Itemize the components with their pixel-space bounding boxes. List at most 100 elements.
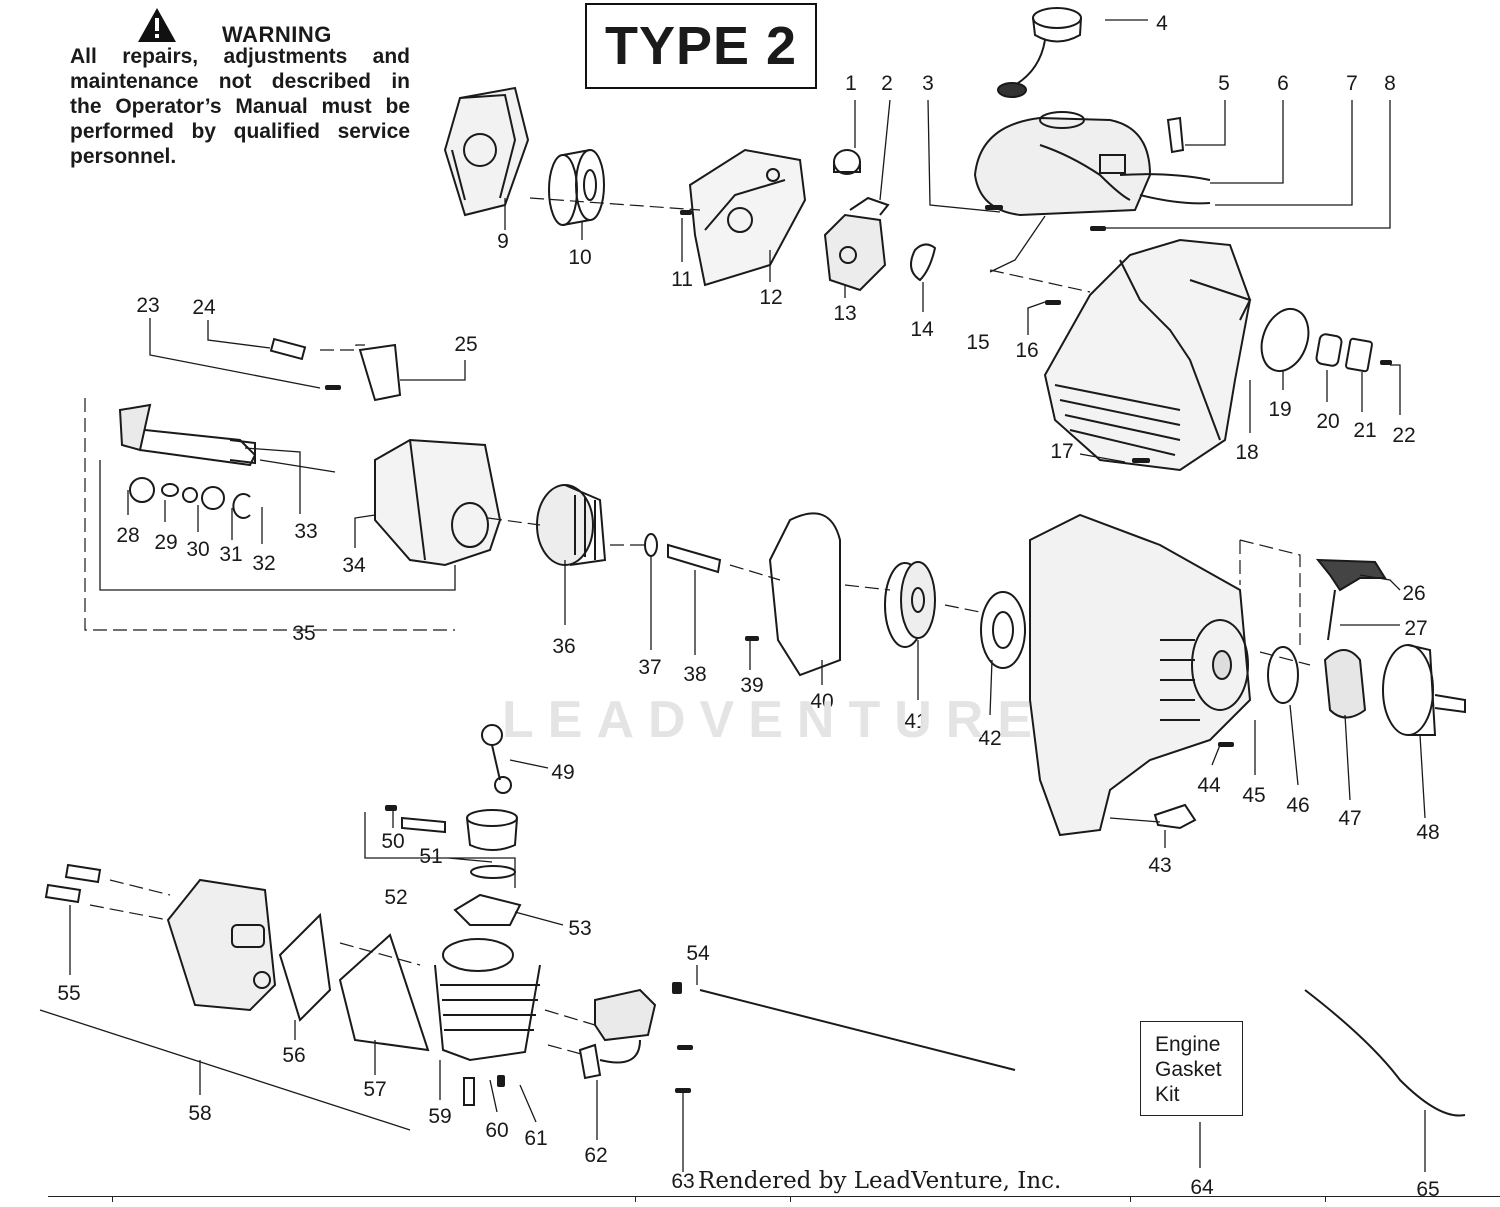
crankcase-part: [374, 438, 502, 567]
part-number-label: 33: [294, 520, 317, 543]
warning-triangle-icon: [138, 8, 176, 42]
part-number-label: 29: [154, 531, 177, 554]
warning-line: the Operator’s Manual must be: [70, 95, 410, 118]
part-number-label: 27: [1404, 617, 1427, 640]
warning-line: personnel.: [70, 145, 177, 168]
part-number-label: 6: [1277, 72, 1289, 95]
part-number-label: 52: [384, 886, 407, 909]
part-number-label: 12: [759, 286, 782, 309]
crankshaft-part: [118, 403, 257, 467]
type-label-box: TYPE 2: [585, 3, 817, 89]
muffler-gasket-part: [278, 912, 332, 1022]
part-number-label: 54: [686, 942, 710, 965]
part-number-label: 25: [454, 333, 477, 356]
part-number-label: 65: [1416, 1178, 1439, 1201]
part-number-label: 30: [186, 538, 209, 561]
part-number-label: 2: [881, 72, 893, 95]
table-tick: [112, 1196, 113, 1202]
part-number-label: 46: [1286, 794, 1309, 817]
part-number-label: 4: [1156, 12, 1168, 35]
engine-cover-part: [1043, 238, 1252, 472]
connecting-rod-part: [481, 724, 512, 794]
part-number-label: 42: [978, 727, 1001, 750]
ignition-module-part: [578, 988, 657, 1080]
part-number-label: 26: [1402, 582, 1425, 605]
washer-part: [182, 487, 198, 503]
part-number-label: 3: [922, 72, 934, 95]
part-number-label: 28: [116, 524, 139, 547]
engine-gasket-kit-box: Engine Gasket Kit: [1140, 1021, 1243, 1116]
part-number-label: 44: [1197, 774, 1221, 797]
clutch-drum-part: [1382, 644, 1466, 736]
table-tick: [1325, 1196, 1326, 1202]
carburetor-part: [823, 196, 890, 292]
part-number-label: 7: [1346, 72, 1358, 95]
heat-shield-part: [338, 933, 430, 1052]
warning-text: All repairs, adjustments and maintenance…: [70, 44, 410, 169]
part-number-label: 24: [192, 296, 216, 319]
part-number-label: 51: [419, 845, 442, 868]
part-number-label: 39: [740, 674, 763, 697]
part-number-label: 58: [188, 1102, 211, 1125]
kit-label-line: Kit: [1155, 1083, 1180, 1106]
table-tick: [635, 1196, 636, 1202]
part-number-label: 43: [1148, 854, 1171, 877]
part-number-label: 45: [1242, 784, 1265, 807]
part-number-label: 38: [683, 663, 706, 686]
spark-plug-part: [463, 1077, 475, 1106]
table-tick: [790, 1196, 791, 1202]
washer-part: [1267, 646, 1299, 704]
part-number-label: 11: [671, 268, 693, 291]
fuel-filter-part: [1166, 116, 1185, 154]
bearing-part: [129, 477, 155, 503]
part-number-label: 37: [638, 656, 661, 679]
warning-line: maintenance not described in: [70, 70, 410, 93]
snap-ring-part: [161, 483, 179, 497]
part-number-label: 18: [1235, 441, 1258, 464]
throttle-cable-part: [1304, 989, 1466, 1117]
part-number-label: 59: [428, 1105, 451, 1128]
fuel-tank-part: [973, 111, 1152, 217]
rear-plate-part: [1153, 803, 1197, 830]
air-filter-cover-part: [443, 86, 530, 217]
part-number-label: 14: [910, 318, 934, 341]
table-tick: [1130, 1196, 1131, 1202]
part-number-label: 56: [282, 1044, 305, 1067]
starter-rope-part: [1327, 589, 1336, 641]
bearing-part: [201, 486, 225, 510]
type-label: TYPE 2: [604, 16, 798, 76]
part-number-label: 48: [1416, 821, 1439, 844]
warning-title: WARNING: [222, 22, 332, 47]
carburetor-housing-part: [688, 148, 807, 287]
part-number-label: 34: [342, 554, 366, 577]
part-number-label: 60: [485, 1119, 508, 1142]
starter-handle-part: [1315, 558, 1387, 592]
part-number-label: 9: [497, 230, 509, 253]
piston-pin-part: [401, 816, 446, 834]
flywheel-part: [536, 484, 607, 566]
part-number-label: 21: [1353, 419, 1376, 442]
part-number-label: 35: [292, 622, 315, 645]
o-ring-part: [1260, 308, 1310, 372]
cylinder-part: [434, 938, 541, 1062]
part-number-label: 61: [524, 1127, 547, 1150]
retaining-ring-part: [232, 493, 251, 519]
mount-bracket-part: [358, 343, 402, 402]
part-number-label: 57: [363, 1078, 386, 1101]
cylinder-gasket-part: [453, 893, 522, 926]
muffler-part: [166, 878, 277, 1012]
recoil-spring-part: [980, 591, 1026, 669]
retainer-plate-part: [1345, 337, 1373, 373]
air-filter-part: [548, 149, 605, 226]
clutch-assembly-part: [1323, 649, 1367, 719]
part-number-label: 55: [57, 982, 80, 1005]
carburetor-gasket-part: [910, 243, 937, 282]
part-number-label: 16: [1015, 339, 1038, 362]
fuel-cap-part: [997, 7, 1082, 98]
muffler-bolt-part: [44, 883, 82, 904]
fan-shroud-part: [768, 512, 841, 677]
part-number-label: 8: [1384, 72, 1396, 95]
